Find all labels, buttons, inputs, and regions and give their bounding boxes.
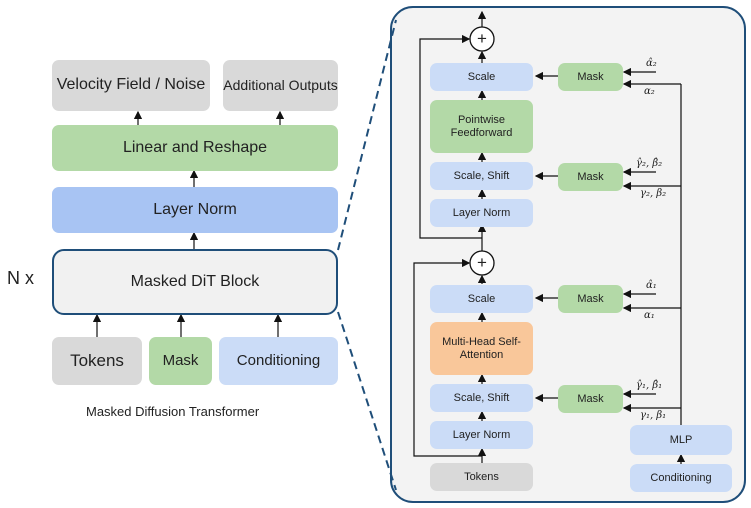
conditioning-input-box: Conditioning (219, 337, 338, 385)
tokens-input-box: Tokens (52, 337, 142, 385)
tokens-box-detail: Tokens (430, 463, 533, 491)
alpha-hat-1-label: α̂₁ (646, 280, 657, 291)
repeat-label: N x (7, 268, 34, 288)
zoom-line-bottom (337, 311, 397, 491)
mask-gamma-box-top: Mask (558, 163, 623, 191)
self-attention-box: Multi-Head Self-Attention (430, 322, 533, 375)
velocity-output-box: Velocity Field / Noise (52, 60, 210, 111)
gamma-hat-2-label: γ̂₂, β̂₂ (636, 158, 663, 169)
mask-input-box: Mask (149, 337, 212, 385)
feedforward-box: Pointwise Feedforward (430, 100, 533, 153)
layer-norm-box-top: Layer Norm (430, 199, 533, 227)
zoom-line-top (337, 19, 397, 251)
alpha-1-label: α₁ (644, 310, 655, 321)
masked-dit-block-box: Masked DiT Block (52, 249, 338, 315)
alpha-hat-2-label: α̂₂ (646, 58, 657, 69)
scale-box-top: Scale (430, 63, 533, 91)
gamma-1-label: γ₁, β₁ (640, 410, 667, 421)
plus-sign-top: + (477, 29, 487, 49)
alpha-2-label: α₂ (644, 86, 655, 97)
scale-box-bottom: Scale (430, 285, 533, 313)
final-layer-norm-box: Layer Norm (52, 187, 338, 233)
additional-output-box: Additional Outputs (223, 60, 338, 111)
scale-shift-box-bottom: Scale, Shift (430, 384, 533, 412)
gamma-hat-1-label: γ̂₁, β̂₁ (636, 380, 663, 391)
mask-alpha-box-bottom: Mask (558, 285, 623, 313)
figure-caption: Masked Diffusion Transformer (86, 404, 260, 419)
layer-norm-box-bottom: Layer Norm (430, 421, 533, 449)
residual-add-top (469, 26, 495, 52)
plus-sign-bottom: + (477, 253, 487, 273)
gamma-2-label: γ₂, β₂ (640, 188, 667, 199)
scale-shift-box-top: Scale, Shift (430, 162, 533, 190)
mask-alpha-box-top: Mask (558, 63, 623, 91)
mlp-box: MLP (630, 425, 732, 455)
conditioning-box-detail: Conditioning (630, 464, 732, 492)
mask-gamma-box-bottom: Mask (558, 385, 623, 413)
residual-add-bottom (469, 250, 495, 276)
linear-reshape-box: Linear and Reshape (52, 125, 338, 171)
